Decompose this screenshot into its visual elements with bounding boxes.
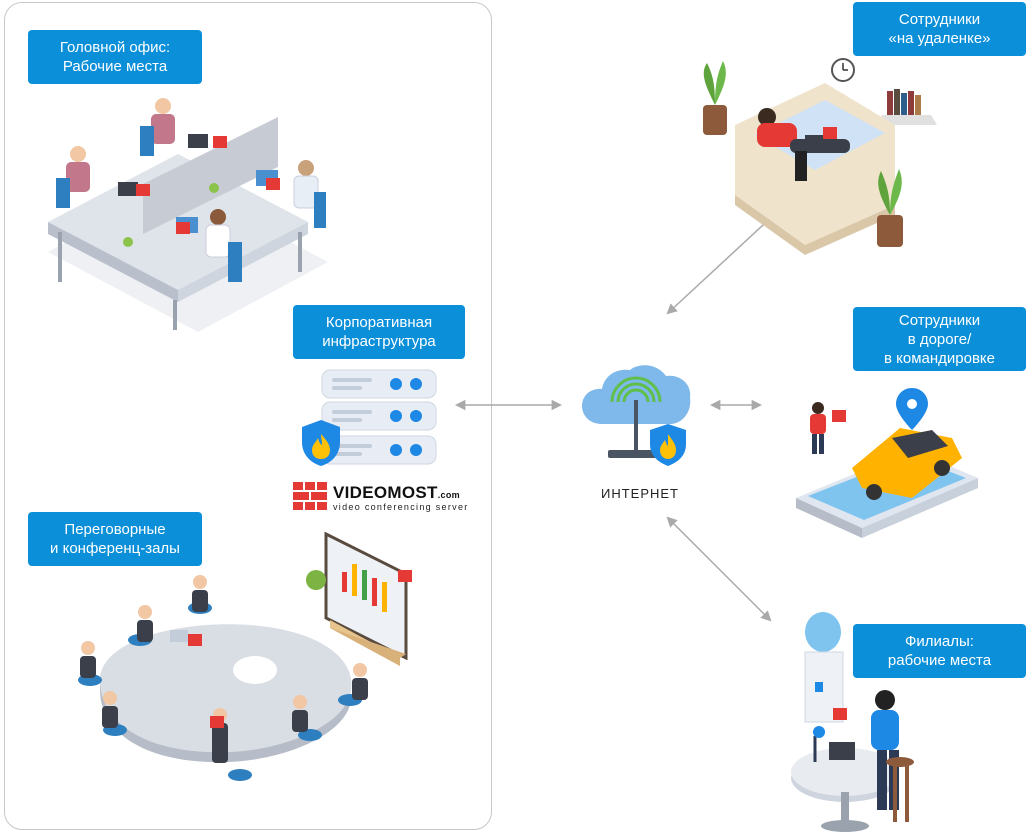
label-branches-line2: рабочие места	[887, 652, 992, 669]
internet-label: ИНТЕРНЕТ	[600, 486, 679, 501]
worker-3	[205, 209, 242, 282]
branch-worker-illustration	[791, 612, 914, 832]
label-travel: Сотрудники в дороге/ в командировке	[853, 307, 1026, 371]
shield-flame-icon	[302, 420, 340, 466]
worker-4	[293, 160, 326, 228]
worker-1	[56, 146, 90, 208]
label-head-office-line2: Рабочие места	[62, 58, 168, 75]
conference-room-illustration	[78, 531, 412, 781]
car-map-pin-illustration	[796, 388, 978, 538]
logo-name-text: VIDEOMOST	[333, 483, 438, 502]
label-branches-line1: Филиалы:	[905, 633, 974, 650]
label-branches: Филиалы: рабочие места	[853, 624, 1026, 678]
label-infrastructure-line2: инфраструктура	[322, 333, 436, 350]
logo-name: VIDEOMOST.com	[333, 483, 460, 503]
label-meeting-rooms: Переговорные и конференц-залы	[28, 512, 202, 566]
label-head-office: Головной офис: Рабочие места	[28, 30, 202, 84]
label-meeting-rooms-line2: и конференц-залы	[50, 540, 180, 557]
office-workspace-illustration	[48, 98, 328, 332]
videomost-logo-icon	[293, 482, 327, 510]
label-travel-line2: в дороге/	[907, 330, 972, 348]
cloud-router-icon	[582, 365, 691, 466]
label-travel-line1: Сотрудники	[898, 311, 981, 329]
corporate-frame	[4, 2, 492, 830]
label-travel-line3: в командировке	[883, 349, 995, 367]
worker-2	[140, 98, 175, 156]
label-remote-line2: «на удаленке»	[888, 30, 991, 47]
label-head-office-line1: Головной офис:	[59, 39, 171, 56]
label-meeting-rooms-line1: Переговорные	[64, 521, 166, 538]
label-infrastructure: Корпоративная инфраструктура	[293, 305, 465, 359]
logo-suffix: .com	[437, 490, 460, 500]
label-remote: Сотрудники «на удаленке»	[853, 2, 1026, 56]
logo-tagline: video conferencing server	[333, 502, 469, 512]
label-remote-line1: Сотрудники	[898, 11, 981, 28]
label-infrastructure-line1: Корпоративная	[325, 314, 433, 331]
arrow-internet-remote	[666, 211, 778, 315]
remote-worker-sofa-illustration	[703, 58, 937, 255]
arrow-internet-branches	[666, 516, 772, 622]
videomost-logo: VIDEOMOST.com video conferencing server	[293, 482, 468, 516]
server-rack-icon	[321, 369, 437, 465]
